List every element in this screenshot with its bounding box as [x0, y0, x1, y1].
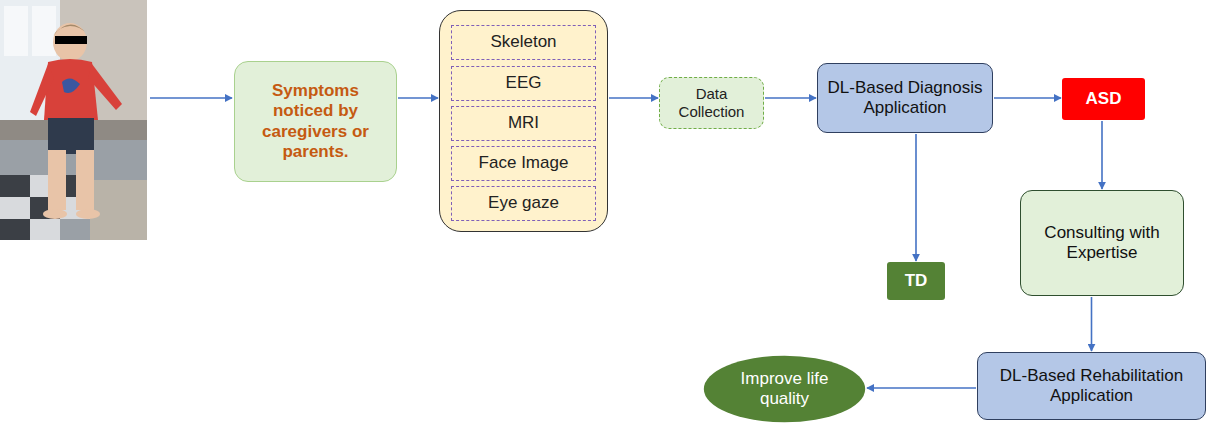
modality-box: Skeleton: [451, 25, 596, 60]
flow-arrow: [915, 134, 917, 261]
eye-mask: [55, 36, 87, 44]
flow-arrow: [609, 97, 658, 99]
flow-arrow: [994, 97, 1061, 99]
data-collection-box: Data Collection: [659, 77, 764, 129]
diagnosis-box: DL-Based Diagnosis Application: [817, 63, 993, 133]
td-label-box: TD: [887, 262, 945, 300]
node-text: Improve life quality: [703, 365, 866, 413]
flow-arrow: [398, 97, 438, 99]
flow-arrow: [1101, 121, 1103, 189]
modality-box: Eye gaze: [451, 186, 596, 221]
node-text: EEG: [500, 69, 548, 97]
photo-arrow: [150, 97, 232, 99]
modality-group: SkeletonEEG MRI Face ImageEye gaze: [439, 10, 608, 232]
node-text: Symptoms noticed by caregivers or parent…: [235, 77, 396, 165]
node-text: MRI: [502, 109, 545, 137]
window-pane: [32, 6, 56, 56]
flow-arrow: [867, 387, 976, 389]
node-text: TD: [899, 267, 934, 295]
consult-box: Consulting with Expertise: [1020, 190, 1184, 296]
symptom-box: Symptoms noticed by caregivers or parent…: [234, 61, 397, 182]
node-text: ASD: [1080, 85, 1128, 113]
modality-box: MRI: [451, 106, 596, 141]
floor: [0, 140, 147, 240]
node-text: DL-Based Rehabilitation Application: [978, 362, 1205, 410]
asd-label-box: ASD: [1062, 78, 1145, 120]
child-photo: [0, 0, 147, 240]
node-text: Data Collection: [660, 81, 763, 124]
wall: [0, 0, 147, 240]
rug: [0, 175, 147, 240]
flow-arrow: [1091, 297, 1093, 351]
ellipse-fill: [704, 356, 865, 423]
outcome-ellipse: Improve life quality: [703, 355, 866, 423]
flow-arrow: [765, 97, 816, 99]
modality-box: EEG: [451, 66, 596, 101]
rehabilitation-box: DL-Based Rehabilitation Application: [977, 352, 1206, 420]
window-pane: [4, 6, 28, 56]
node-text: Consulting with Expertise: [1021, 219, 1183, 267]
modality-box: Face Image: [451, 146, 596, 181]
node-text: DL-Based Diagnosis Application: [818, 74, 992, 122]
child-figure: [30, 23, 122, 219]
node-text: Skeleton: [484, 28, 562, 56]
node-text: Eye gaze: [482, 189, 565, 217]
node-text: Face Image: [473, 149, 575, 177]
